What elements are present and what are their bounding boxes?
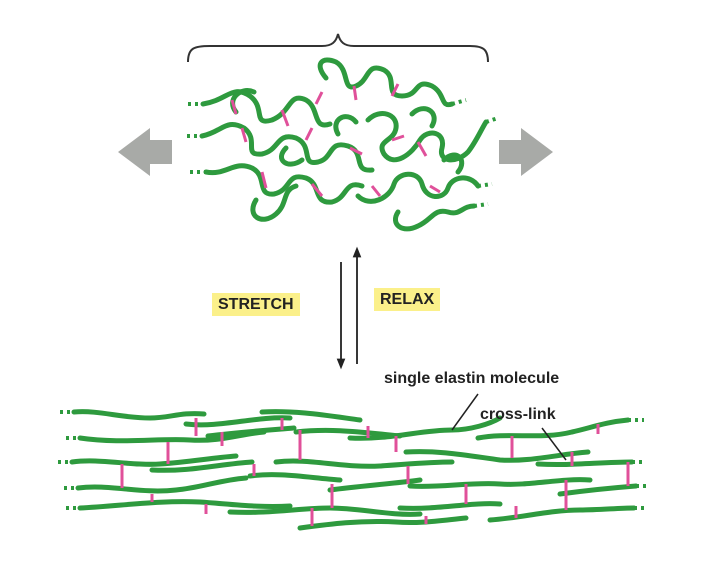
brace: [187, 33, 489, 63]
crosslink-label: cross-link: [480, 406, 556, 423]
molecule-pointer: [451, 393, 479, 431]
relaxed-crosslinks: [230, 83, 441, 197]
crosslink-pointer: [541, 427, 567, 461]
stretch-label: STRETCH: [212, 293, 300, 316]
right-arrow-icon: [499, 128, 553, 176]
stretched-crosslinks: [120, 418, 630, 526]
relaxed-network: [199, 57, 489, 232]
relaxed-network-ends: [187, 98, 499, 208]
left-arrow-icon: [118, 128, 172, 176]
stretched-network-ends: [58, 410, 650, 510]
molecule-label: single elastin molecule: [384, 370, 560, 387]
relax-label: RELAX: [374, 288, 441, 311]
stretched-network: [69, 409, 639, 531]
